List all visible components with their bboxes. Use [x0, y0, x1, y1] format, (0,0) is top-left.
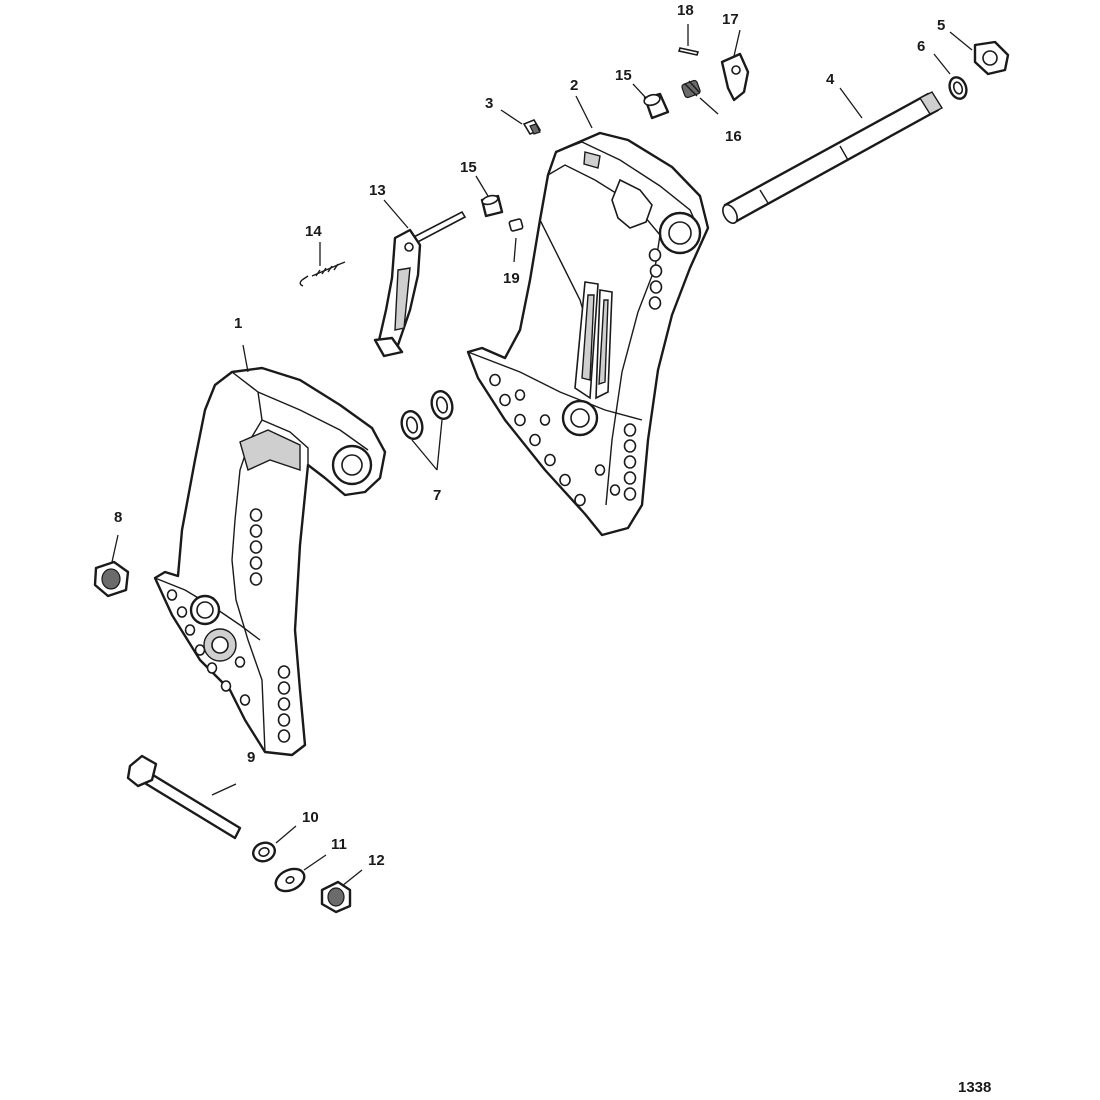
callout-14: 14 [305, 223, 322, 240]
callout-6: 6 [917, 38, 925, 55]
right-bracket-holes [489, 248, 663, 507]
callout-16: 16 [725, 128, 742, 145]
grease-fitting [522, 119, 542, 135]
roll-pin [677, 47, 700, 56]
callout-13: 13 [369, 182, 386, 199]
hex-nut-large [93, 560, 130, 598]
callout-4: 4 [826, 71, 835, 88]
left-bracket-holes [166, 508, 291, 743]
spring [681, 79, 701, 99]
tilt-tube-washer [948, 76, 968, 100]
callout-2: 2 [570, 77, 578, 94]
callout-11: 11 [331, 836, 347, 853]
callout-7: 7 [433, 487, 441, 504]
callout-19: 19 [503, 270, 520, 287]
callout-10: 10 [302, 809, 319, 826]
tilt-tube [722, 91, 944, 225]
bushing-middle [480, 194, 504, 218]
left-transom-bracket [153, 366, 387, 757]
callout-9: 9 [247, 749, 255, 766]
washer-small [252, 841, 276, 863]
callout-5: 5 [937, 17, 945, 34]
callout-15-middle: 15 [460, 159, 477, 176]
locknut [320, 880, 352, 914]
callout-labels: 1 2 3 4 5 6 7 8 9 10 11 12 13 14 15 15 1… [114, 2, 945, 869]
extension-spring [299, 261, 346, 287]
callout-8: 8 [114, 509, 122, 526]
figure-number: 1338 [958, 1079, 991, 1096]
callout-3: 3 [485, 95, 493, 112]
callout-18: 18 [677, 2, 694, 19]
tilt-tube-nut [973, 40, 1010, 76]
right-transom-bracket [466, 131, 710, 537]
pin [508, 218, 524, 232]
leader-lines [111, 24, 973, 887]
callout-1: 1 [234, 315, 242, 332]
callout-15-upper: 15 [615, 67, 632, 84]
callout-12: 12 [368, 852, 385, 869]
tilt-lock-lever-assembly [373, 210, 467, 358]
hex-bolt [126, 754, 242, 840]
callout-17: 17 [722, 11, 739, 28]
tilt-lock-lever [720, 52, 750, 102]
washers [400, 390, 454, 440]
washer-flat [274, 867, 306, 893]
bushing-upper [643, 92, 670, 120]
